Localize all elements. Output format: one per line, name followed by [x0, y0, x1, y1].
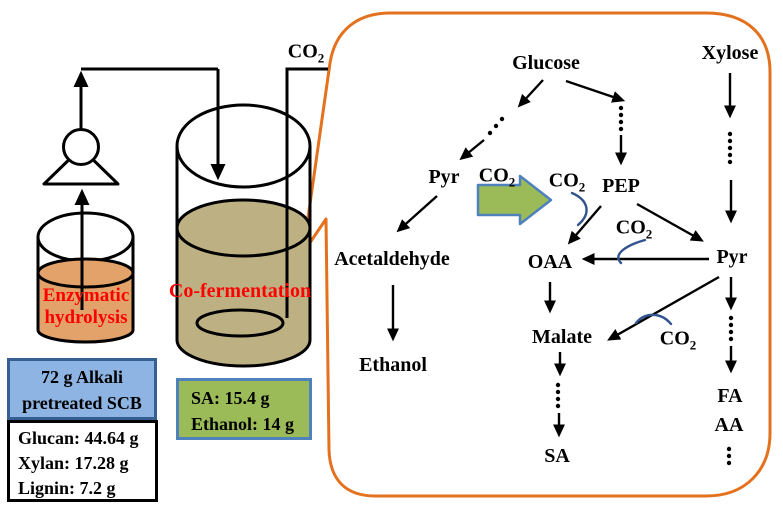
malate-label: Malate — [532, 326, 592, 348]
glucan-row: Glucan: 44.64 g — [18, 428, 139, 448]
co-fermentation-label: Co-fermentation — [168, 280, 312, 302]
hydrolysis-beaker — [36, 128, 135, 344]
ethanol-label: Ethanol — [359, 354, 427, 376]
co2-label-pyr-oaa: CO2 — [615, 216, 653, 242]
co2-inlet-tube — [285, 67, 328, 318]
fermenter-vessel — [175, 67, 328, 368]
pyr-xylose-label: Pyr — [716, 246, 748, 268]
co2-capture-curves — [570, 191, 673, 326]
composition-box: Glucan: 44.64 g Xylan: 17.28 g Lignin: 7… — [7, 420, 158, 502]
lignin-row: Lignin: 7.2 g — [18, 478, 116, 498]
co2-outlet-label: CO2 — [287, 40, 325, 66]
sa-yield-row: SA: 15.4 g — [191, 388, 270, 408]
xylose-label: Xylose — [701, 42, 759, 64]
callout-bubble — [301, 11, 772, 498]
ellipsis-dots — [487, 105, 734, 466]
pep-label: PEP — [602, 175, 640, 197]
xylan-row: Xylan: 17.28 g — [18, 453, 129, 473]
transfer-pipe — [73, 67, 218, 130]
aa-label: AA — [714, 414, 744, 436]
co2-label-pyr-side: CO2 — [478, 164, 516, 190]
fermenter-inner-bottom — [195, 308, 285, 338]
co2-label-pyr-malate: CO2 — [659, 327, 697, 353]
enzymatic-hydrolysis-label: Enzymatic hydrolysis — [42, 285, 130, 328]
ethanol-yield-row: Ethanol: 14 g — [191, 414, 295, 434]
co2-label-pep-side: CO2 — [548, 169, 586, 195]
pyr-glycolysis-label: Pyr — [428, 166, 460, 188]
green-co2-arrow — [476, 174, 553, 226]
pump-circle — [62, 128, 100, 166]
alkali-pretreated-box: 72 g Alkali pretreated SCB — [7, 358, 157, 420]
oaa-label: OAA — [527, 251, 573, 273]
acetaldehyde-label: Acetaldehyde — [334, 248, 450, 270]
yield-box: SA: 15.4 g Ethanol: 14 g — [176, 378, 312, 440]
fa-label: FA — [717, 385, 743, 407]
pathway-arrows — [387, 73, 737, 438]
hydrolysate-liquid — [36, 273, 135, 344]
glucose-label: Glucose — [512, 52, 580, 74]
sa-label: SA — [544, 445, 570, 467]
